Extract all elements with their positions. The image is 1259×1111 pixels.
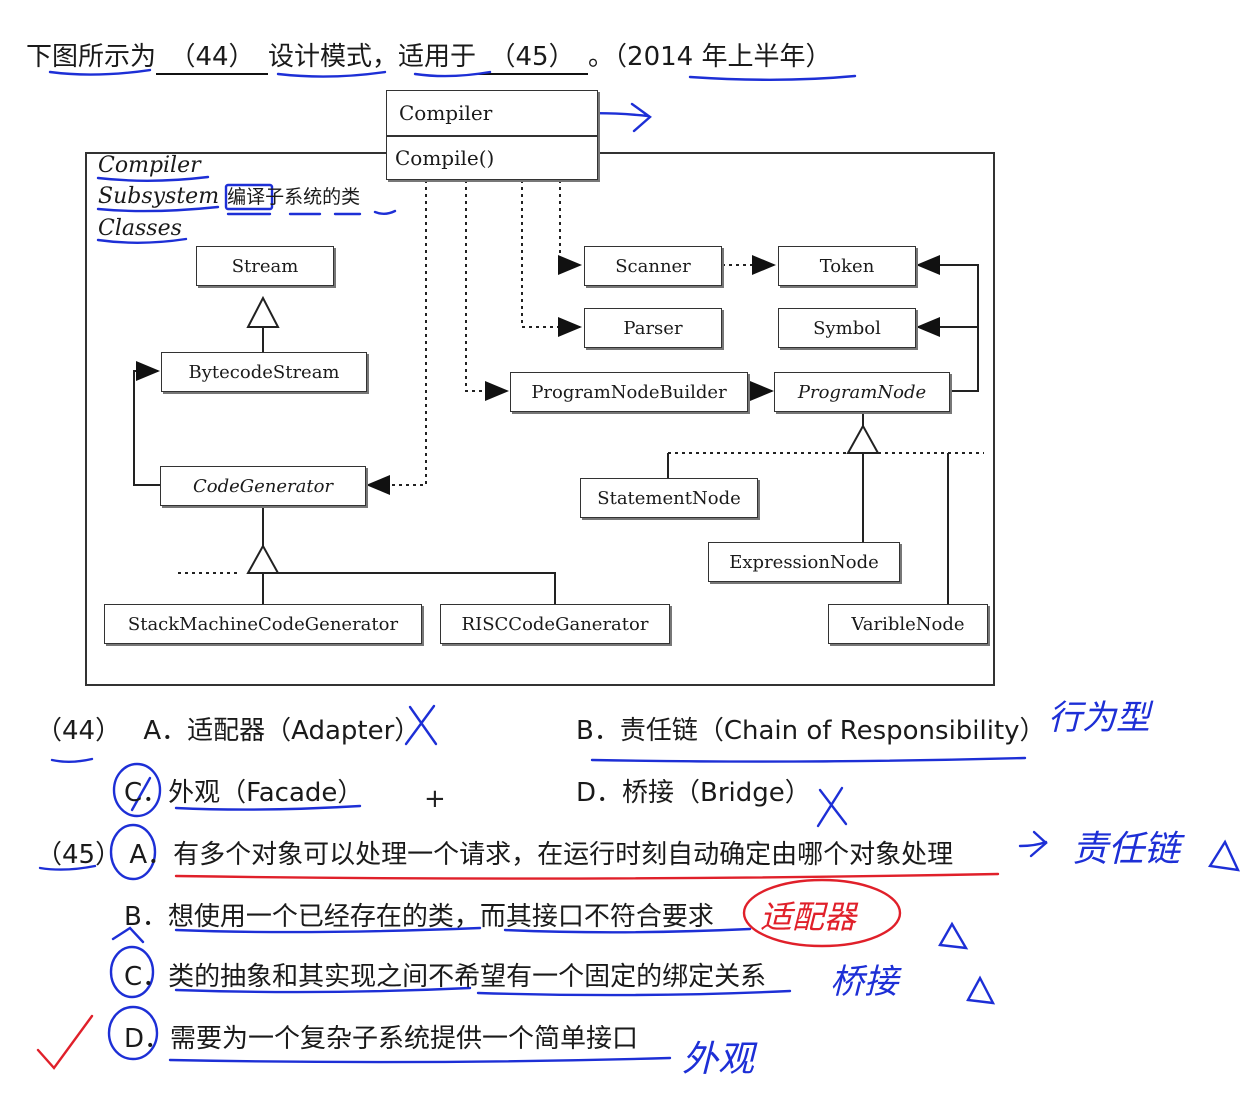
- question-stem: 下图所示为（44）设计模式，适用于（45）。（2014 年上半年）: [26, 36, 831, 75]
- dep-codegen: [366, 180, 427, 495]
- class-stream: Stream: [196, 246, 334, 286]
- dep-parser: [521, 180, 582, 337]
- option-44-d: D．桥接（Bridge）: [576, 772, 811, 809]
- note-facade: 外观: [682, 1039, 755, 1080]
- class-risc: RISCCodeGanerator: [440, 604, 670, 644]
- option-text: 想使用一个已经存在的类，而其接口不符合要求: [167, 902, 714, 932]
- option-letter: B．: [576, 716, 620, 746]
- option-text: 类的抽象和其实现之间不希望有一个固定的绑定关系: [168, 962, 767, 992]
- question-suffix: 。（2014 年上半年）: [588, 42, 832, 72]
- option-letter: C．: [124, 778, 169, 808]
- subsystem-label-3: Classes: [98, 216, 182, 241]
- facade-title: Compiler: [399, 101, 493, 125]
- facade-method: Compile(): [395, 146, 495, 170]
- question-prefix: 下图所示为: [26, 42, 157, 72]
- option-text: 桥接（Bridge）: [622, 778, 811, 808]
- option-letter: B．: [124, 902, 168, 932]
- blank-44: （44）: [156, 36, 269, 75]
- class-parser: Parser: [584, 308, 722, 348]
- facade-method-box: Compile(): [386, 136, 598, 180]
- note-chain: 责任链: [1072, 829, 1181, 870]
- note-adapter: 适配器: [760, 898, 857, 936]
- option-letter: A．: [129, 840, 174, 870]
- option-letter: D．: [576, 778, 623, 808]
- note-bridge: 桥接: [830, 962, 898, 1002]
- option-letter: D．: [124, 1024, 171, 1054]
- dep-scanner: [558, 180, 582, 275]
- option-text: 外观（Facade）: [168, 778, 364, 808]
- subsystem-label: Compiler Subsystem 编译子系统的类 Classes: [98, 150, 360, 244]
- facade-compiler-box: Compiler: [386, 90, 598, 136]
- option-text: 适配器（Adapter）: [187, 716, 421, 746]
- class-scanner: Scanner: [584, 246, 722, 286]
- subsystem-label-2: Subsystem: [98, 184, 220, 209]
- class-program-node-builder: ProgramNodeBuilder: [510, 372, 748, 412]
- note-behavioral: 行为型: [1048, 698, 1150, 738]
- option-letter: A．: [143, 716, 188, 746]
- plus-mark: +: [424, 784, 446, 814]
- subsystem-note: 编译子系统的类: [227, 186, 361, 208]
- option-text: 有多个对象可以处理一个请求，在运行时刻自动确定由哪个对象处理: [173, 840, 954, 870]
- option-text: 需要为一个复杂子系统提供一个简单接口: [170, 1024, 639, 1054]
- option-45-a: （45） A．有多个对象可以处理一个请求，在运行时刻自动确定由哪个对象处理: [36, 834, 953, 871]
- class-token: Token: [778, 246, 916, 286]
- option-44-a: （44） A．适配器（Adapter）: [36, 710, 420, 747]
- option-44-b: B．责任链（Chain of Responsibility）: [576, 710, 1046, 747]
- subsystem-label-1: Compiler: [98, 153, 201, 178]
- class-program-node: ProgramNode: [774, 372, 950, 412]
- dep-builder: [465, 180, 509, 401]
- class-expression-node: ExpressionNode: [708, 542, 900, 582]
- class-statement-node: StatementNode: [580, 478, 758, 518]
- option-45-d: D．需要为一个复杂子系统提供一个简单接口: [124, 1018, 638, 1055]
- option-44-c: C．外观（Facade）: [124, 772, 363, 809]
- class-stack-machine: StackMachineCodeGenerator: [104, 604, 422, 644]
- option-45-c: C．类的抽象和其实现之间不希望有一个固定的绑定关系: [124, 956, 766, 993]
- blank-45: （45）: [476, 36, 589, 75]
- question-number-44: （44）: [36, 716, 122, 746]
- class-symbol: Symbol: [778, 308, 916, 348]
- option-text: 责任链（Chain of Responsibility）: [619, 716, 1046, 746]
- option-45-b: B．想使用一个已经存在的类，而其接口不符合要求: [124, 896, 714, 933]
- option-letter: C．: [124, 962, 169, 992]
- class-varible-node: VaribleNode: [828, 604, 988, 644]
- question-mid: 设计模式，适用于: [268, 42, 477, 72]
- question-number-45: （45）: [36, 840, 122, 870]
- class-bytecode-stream: BytecodeStream: [161, 352, 367, 392]
- class-code-generator: CodeGenerator: [160, 466, 366, 506]
